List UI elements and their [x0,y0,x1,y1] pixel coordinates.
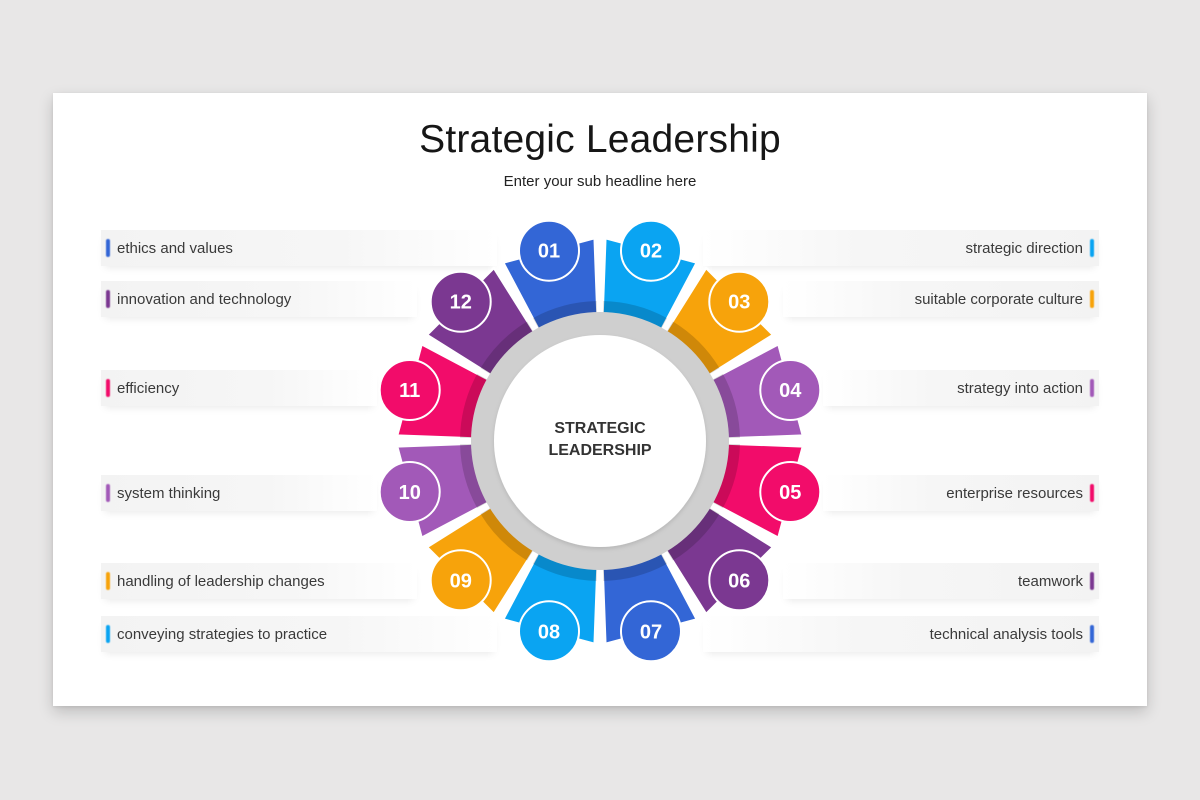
label-11-text: efficiency [117,379,180,397]
label-02-accent [1090,239,1094,257]
label-02-text: strategic direction [965,239,1083,257]
label-07: technical analysis tools [703,616,1099,652]
number-badge-text: 02 [640,241,662,263]
number-badge-04: 04 [759,359,822,422]
label-03-text: suitable corporate culture [914,290,1083,308]
label-05-text: enterprise resources [946,484,1083,502]
number-badge-01: 01 [518,219,581,282]
label-03: suitable corporate culture [783,281,1099,317]
label-06-accent [1090,572,1094,590]
label-09-accent [106,572,110,590]
number-badge-text: 10 [399,482,421,504]
label-03-accent [1090,290,1094,308]
label-11: efficiency [101,370,377,406]
label-02: strategic direction [703,230,1099,266]
number-badge-text: 01 [538,241,560,263]
label-10-text: system thinking [117,484,221,502]
number-badge-text: 12 [450,292,472,314]
center-label-line1: STRATEGIC [554,420,646,437]
label-01-accent [106,239,110,257]
number-badge-text: 11 [399,380,420,402]
number-badge-07: 07 [619,600,682,663]
label-07-text: technical analysis tools [929,625,1083,643]
number-badge-10: 10 [378,460,441,523]
label-04-accent [1090,379,1094,397]
center-label-line2: LEADERSHIP [548,442,652,459]
number-badge-text: 09 [450,570,472,592]
label-04: strategy into action [823,370,1099,406]
label-08: conveying strategies to practice [101,616,497,652]
label-09-text: handling of leadership changes [117,572,325,590]
label-08-accent [106,625,110,643]
label-07-accent [1090,625,1094,643]
number-badge-09: 09 [429,549,492,612]
center-label: STRATEGIC LEADERSHIP [500,418,700,462]
number-badge-06: 06 [708,549,771,612]
label-01: ethics and values [101,230,497,266]
label-10: system thinking [101,475,377,511]
label-12-text: innovation and technology [117,290,292,308]
number-badge-text: 05 [779,482,801,504]
number-badge-text: 03 [728,292,750,314]
number-badge-11: 11 [378,359,441,422]
number-badge-text: 06 [728,570,750,592]
slide-subtitle: Enter your sub headline here [503,173,697,190]
label-09: handling of leadership changes [101,563,417,599]
number-badge-03: 03 [708,270,771,333]
label-08-text: conveying strategies to practice [117,625,328,643]
segmented-wheel: 01 02 03 04 05 06 07 08 09 10 11 12 [378,219,822,663]
center-disc [494,335,706,547]
label-05: enterprise resources [823,475,1099,511]
label-04-text: strategy into action [957,379,1083,397]
number-badge-text: 07 [640,621,662,643]
number-badge-text: 04 [779,380,802,402]
number-badge-08: 08 [518,600,581,663]
label-12-accent [106,290,110,308]
label-05-accent [1090,484,1094,502]
number-badge-12: 12 [429,270,492,333]
number-badge-05: 05 [759,460,822,523]
label-12: innovation and technology [101,281,417,317]
label-11-accent [106,379,110,397]
label-10-accent [106,484,110,502]
slide-title: Strategic Leadership [419,118,781,161]
label-06: teamwork [783,563,1099,599]
number-badge-02: 02 [619,219,682,282]
label-06-text: teamwork [1017,572,1083,590]
number-badge-text: 08 [538,621,560,643]
label-01-text: ethics and values [117,239,233,257]
